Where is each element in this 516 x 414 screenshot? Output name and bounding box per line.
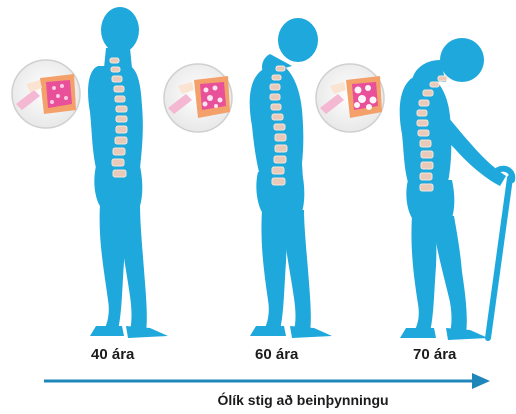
- age-label-40: 40 ára: [91, 346, 134, 363]
- walking-cane-icon: [488, 169, 512, 338]
- diagram-caption: Ólík stig að beinþynningu: [0, 392, 516, 408]
- bone-cross-section-icon: [12, 60, 80, 128]
- bone-cross-section-icon: [164, 64, 232, 132]
- figure-70: [400, 38, 506, 340]
- age-label-70: 70 ára: [413, 346, 456, 363]
- bone-cross-section-icon: [316, 64, 384, 132]
- figure-60: [250, 18, 332, 338]
- figure-40: [88, 7, 168, 338]
- timeline-arrow-icon: [44, 373, 490, 389]
- age-label-60: 60 ára: [255, 346, 298, 363]
